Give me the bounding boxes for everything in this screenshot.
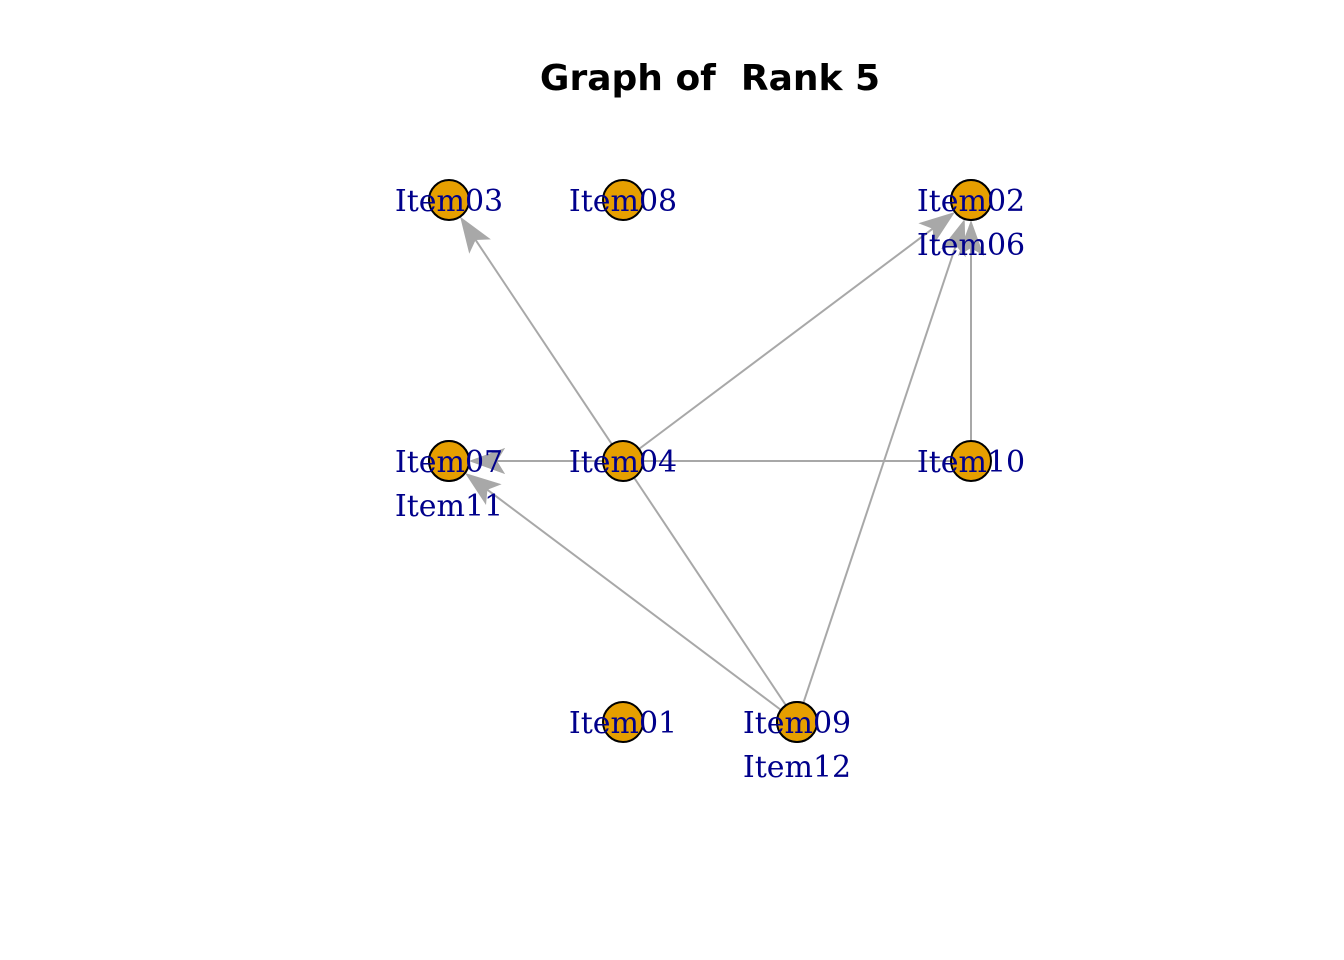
node-Item12[interactable] xyxy=(776,701,818,743)
arrowhead-icon xyxy=(918,212,955,244)
node-Item04[interactable] xyxy=(602,440,644,482)
node-label: Item10 xyxy=(917,445,1025,480)
node-Item06[interactable] xyxy=(950,179,992,221)
edge-Item10-Item11 xyxy=(469,448,951,474)
node-label: Item01 xyxy=(569,706,677,741)
node-label: Item03 xyxy=(395,184,503,219)
arrowhead-icon xyxy=(465,473,502,505)
arrowhead-icon xyxy=(460,216,491,254)
node-label: Item06 xyxy=(917,228,1025,263)
node-label: Item07 xyxy=(395,445,503,480)
node-Item10[interactable] xyxy=(950,440,992,482)
edge-Item04-Item02 xyxy=(638,212,955,450)
node-label: Item12 xyxy=(743,750,851,785)
node-label: Item11 xyxy=(395,489,503,524)
node-label: Item04 xyxy=(569,445,677,480)
node-Item03[interactable] xyxy=(428,179,470,221)
node-label: Item02 xyxy=(917,184,1025,219)
arrowhead-icon xyxy=(940,218,966,258)
edge-Item12-Item02 xyxy=(802,218,966,704)
node-Item08[interactable] xyxy=(602,179,644,221)
node-Item11[interactable] xyxy=(428,440,470,482)
graph-title: Graph of Rank 5 xyxy=(539,58,881,99)
edge-Item04-Item09 xyxy=(633,477,787,706)
edge-Item04-Item03 xyxy=(460,216,613,445)
node-Item01[interactable] xyxy=(602,701,644,743)
node-label: Item08 xyxy=(569,184,677,219)
node-label: Item09 xyxy=(743,706,851,741)
edge-Item09-Item07 xyxy=(465,473,782,711)
arrowhead-icon xyxy=(469,448,505,474)
